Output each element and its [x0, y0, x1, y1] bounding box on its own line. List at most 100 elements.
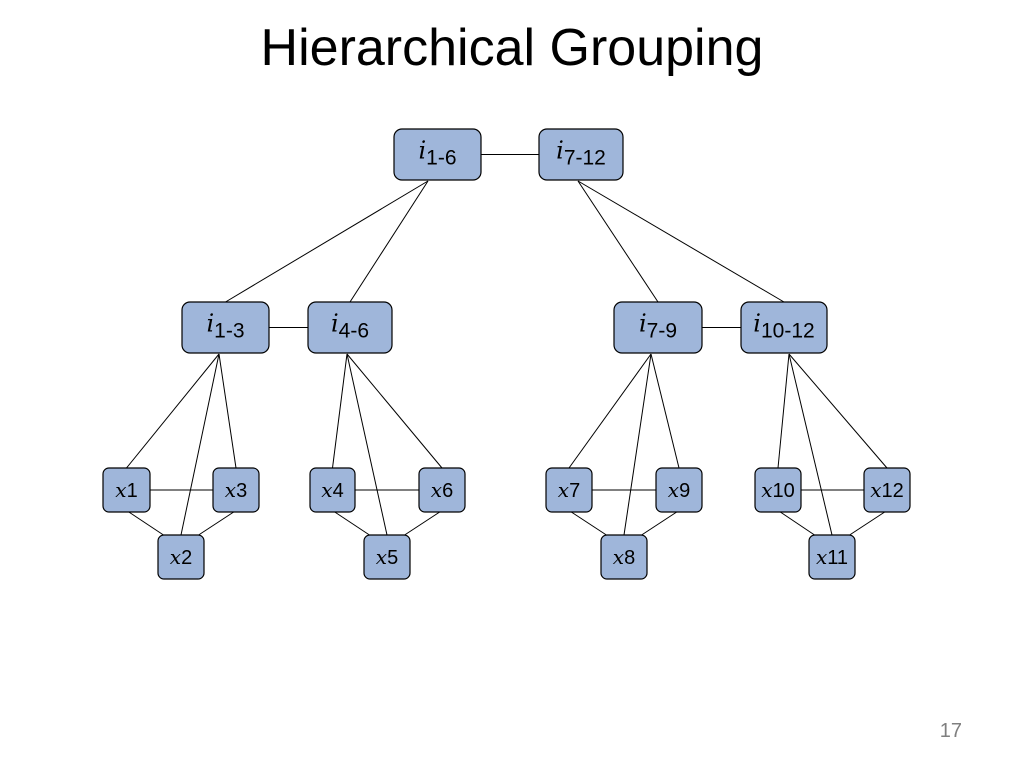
edge-i10-12-x11: [788, 353, 833, 536]
node-i4-6: i4-6: [307, 301, 393, 354]
edge-x11-x12: [843, 511, 885, 540]
node-label: x8: [613, 545, 635, 569]
node-box: [538, 128, 624, 181]
edge-i4-6-x4: [332, 353, 348, 469]
slide-title: Hierarchical Grouping: [260, 19, 764, 77]
node-variable: x: [376, 545, 387, 569]
edge-i10-12-x10: [777, 353, 790, 469]
node-index: 7: [569, 480, 580, 502]
page-number: 17: [939, 720, 962, 742]
node-x1: x1: [102, 467, 151, 513]
node-label: i1-6: [418, 137, 456, 170]
node-x4: x4: [309, 467, 356, 513]
node-box: [157, 534, 205, 580]
edge-i1-3-x3: [218, 353, 237, 469]
node-box: [613, 301, 703, 354]
node-index: 12: [882, 480, 904, 502]
node-index: 3: [236, 480, 247, 502]
node-label: x6: [431, 478, 453, 502]
node-label: i10-12: [753, 310, 814, 343]
node-variable: x: [170, 545, 181, 569]
node-index: 6: [442, 480, 453, 502]
node-variable: x: [816, 545, 827, 569]
edge-x2-x3: [192, 511, 234, 540]
node-box: [181, 301, 270, 354]
node-box: [863, 467, 911, 513]
node-variable: i: [753, 310, 761, 338]
node-i7-9: i7-9: [613, 301, 703, 354]
edge-i7-12-i7-9: [577, 180, 659, 303]
node-box: [808, 534, 856, 580]
node-index: 2: [181, 547, 192, 569]
node-variable: x: [613, 545, 624, 569]
edge-x1-x2: [128, 511, 170, 540]
node-subscript: 1-6: [426, 147, 456, 170]
node-label: x11: [816, 545, 848, 569]
node-index: 8: [624, 547, 635, 569]
node-label: x7: [558, 478, 580, 502]
node-index: 11: [827, 547, 848, 569]
node-x7: x7: [545, 467, 593, 513]
node-subscript: 1-3: [214, 320, 244, 343]
node-x3: x3: [212, 467, 260, 513]
node-index: 5: [387, 547, 398, 569]
node-x8: x8: [600, 534, 648, 580]
node-label: x2: [170, 545, 192, 569]
node-label: i7-9: [639, 310, 677, 343]
edge-i7-9-x7: [568, 353, 652, 469]
node-box: [418, 467, 466, 513]
node-i10-12: i10-12: [740, 301, 828, 354]
edge-i1-3-x2: [180, 353, 220, 536]
node-subscript: 7-12: [564, 147, 606, 170]
node-subscript: 4-6: [339, 320, 369, 343]
node-box: [393, 128, 482, 181]
node-x2: x2: [157, 534, 205, 580]
node-subscript: 7-9: [647, 320, 677, 343]
node-label: i1-3: [206, 310, 244, 343]
node-variable: x: [225, 478, 236, 502]
node-i1-6: i1-6: [393, 128, 482, 181]
node-box: [307, 301, 393, 354]
node-label: x10: [761, 478, 795, 502]
edge-i1-6-i1-3: [225, 180, 429, 303]
node-variable: x: [870, 478, 881, 502]
node-index: 10: [773, 480, 795, 502]
node-box: [212, 467, 260, 513]
node-label: x9: [668, 478, 690, 502]
node-box: [102, 467, 151, 513]
node-variable: i: [331, 310, 339, 338]
node-x11: x11: [808, 534, 856, 580]
edge-x4-x5: [334, 511, 376, 540]
node-box: [655, 467, 703, 513]
node-label: x12: [870, 478, 904, 502]
edge-x8-x9: [635, 511, 677, 540]
edge-i7-9-x8: [623, 353, 652, 536]
node-label: x1: [115, 478, 137, 502]
node-index: 9: [679, 480, 690, 502]
node-box: [600, 534, 648, 580]
node-variable: i: [639, 310, 647, 338]
edge-i4-6-x6: [346, 353, 443, 469]
node-variable: i: [206, 310, 214, 338]
node-variable: i: [556, 137, 564, 165]
node-box: [754, 467, 802, 513]
node-variable: x: [558, 478, 569, 502]
node-x6: x6: [418, 467, 466, 513]
node-box: [309, 467, 356, 513]
node-x9: x9: [655, 467, 703, 513]
edge-i7-12-i10-12: [577, 180, 785, 303]
node-label: x4: [321, 478, 343, 502]
node-i1-3: i1-3: [181, 301, 270, 354]
edge-x7-x8: [571, 511, 613, 540]
node-index: 1: [127, 480, 138, 502]
node-subscript: 10-12: [761, 320, 815, 343]
node-label: i4-6: [331, 310, 369, 343]
node-variable: i: [418, 137, 426, 165]
node-x5: x5: [363, 534, 411, 580]
edges-layer: [126, 154, 888, 540]
node-variable: x: [321, 478, 332, 502]
edge-i10-12-x12: [788, 353, 888, 469]
edge-i4-6-x5: [346, 353, 388, 536]
